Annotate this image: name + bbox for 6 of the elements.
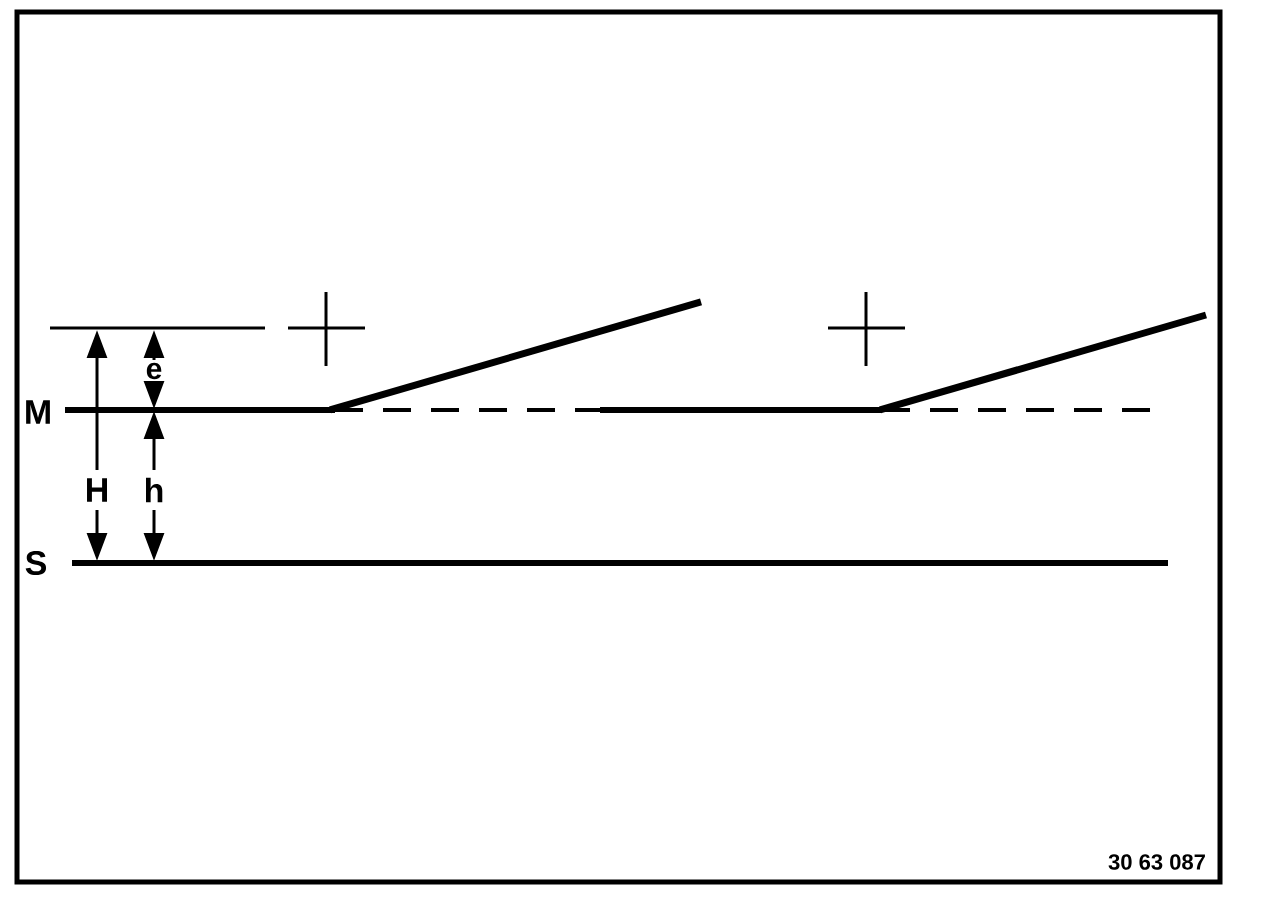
- dimension-label: h: [146, 477, 163, 503]
- dimension-label: e: [146, 362, 162, 380]
- figure-number: 30 63 087: [1108, 854, 1205, 870]
- line-label: S: [25, 550, 47, 576]
- line-label: M: [26, 400, 50, 424]
- dimension-label: H: [87, 478, 107, 502]
